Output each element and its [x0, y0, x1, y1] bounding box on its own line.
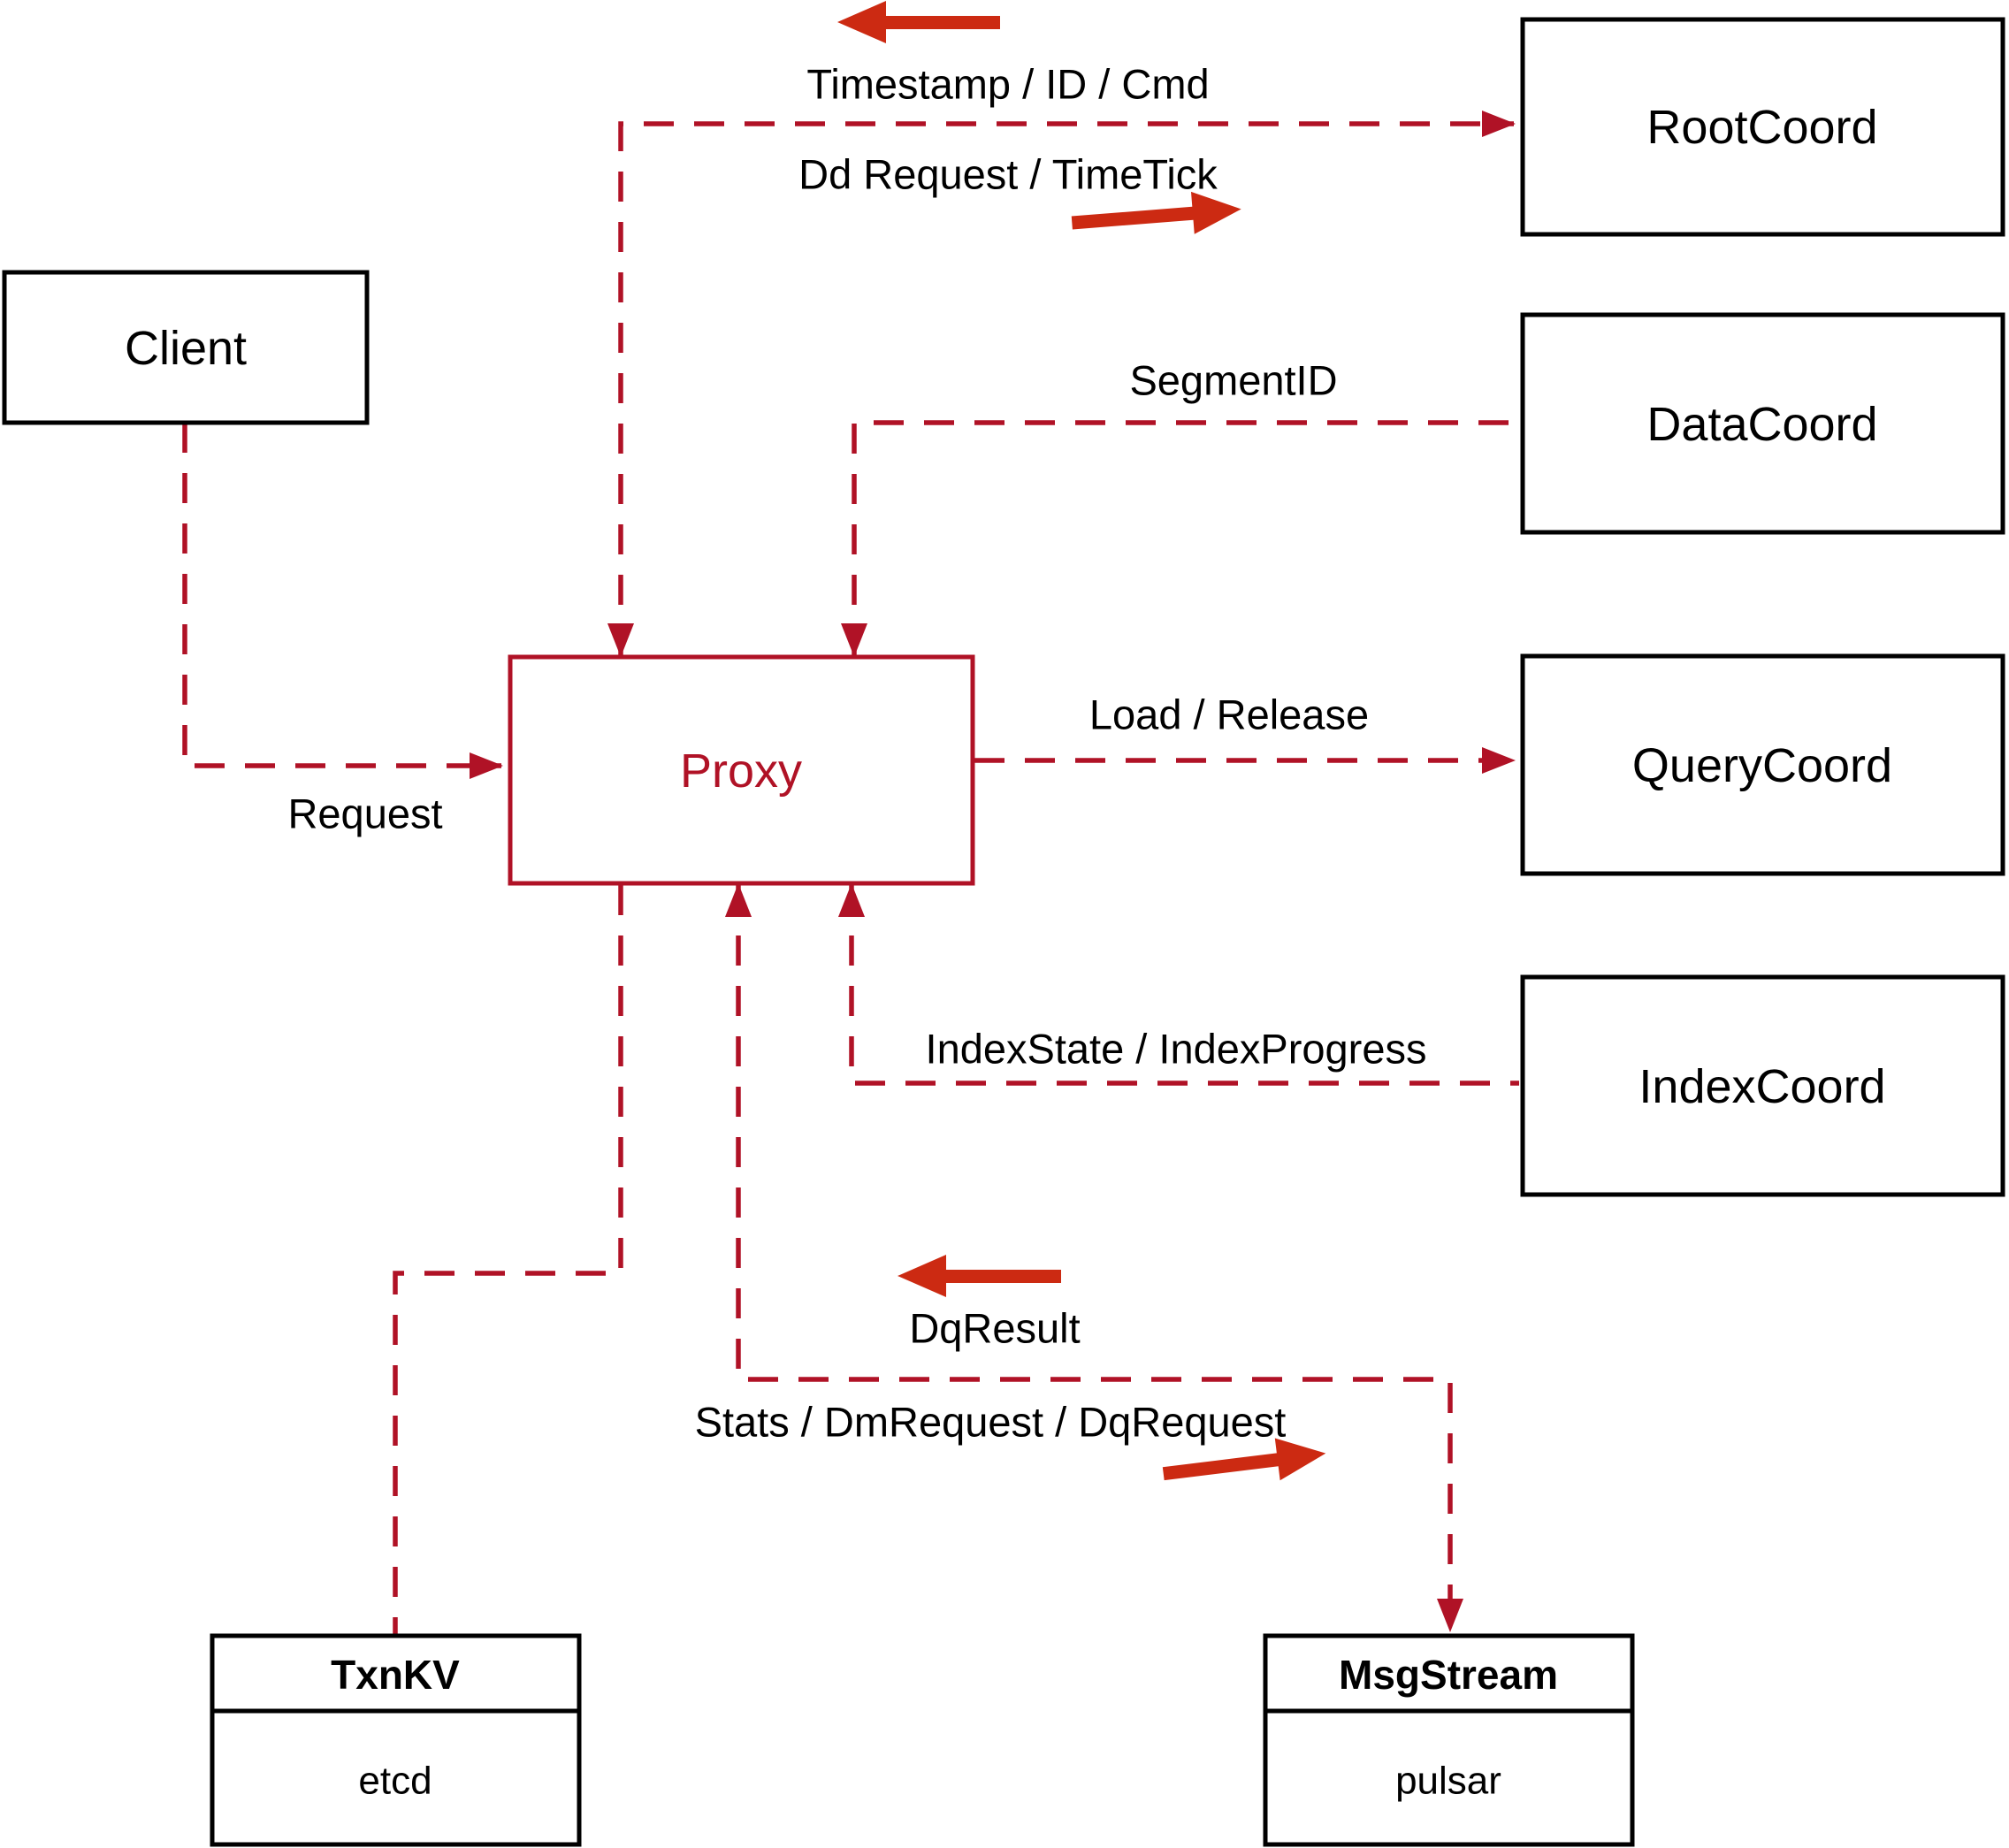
- node-indexcoord: IndexCoord: [1520, 974, 2005, 1197]
- datacoord-label: DataCoord: [1646, 398, 1877, 451]
- txnkv-title: TxnKV: [331, 1652, 460, 1698]
- edge-label-request: Request: [287, 790, 442, 837]
- proxy-label: Proxy: [680, 745, 802, 798]
- rootcoord-label: RootCoord: [1646, 101, 1877, 154]
- msgstream-box: [1263, 1633, 1635, 1847]
- datacoord-box: [1520, 312, 2005, 535]
- node-rootcoord: RootCoord: [1520, 17, 2005, 237]
- edge-label-stats-dm-dq: Stats / DmRequest / DqRequest: [695, 1399, 1287, 1446]
- querycoord-label: QueryCoord: [1632, 739, 1892, 792]
- msgstream-impl: pulsar: [1395, 1760, 1501, 1803]
- client-label: Client: [125, 322, 247, 375]
- edge-proxy-msgstream-line: [725, 883, 1463, 1632]
- txnkv-impl: etcd: [358, 1760, 432, 1803]
- edge-label-index-state: IndexState / IndexProgress: [926, 1026, 1427, 1073]
- arrow-left-icon: [898, 1255, 1061, 1297]
- indexcoord-box: [1520, 974, 2005, 1197]
- node-txnkv: TxnKV etcd: [210, 1633, 582, 1847]
- client-box: [2, 270, 370, 425]
- edge-client-proxy-line: [182, 423, 503, 779]
- node-datacoord: DataCoord: [1520, 312, 2005, 535]
- txnkv-box: [210, 1633, 582, 1847]
- arrow-left-icon: [837, 1, 1000, 43]
- edge-proxy-rootcoord-line: [607, 111, 1516, 657]
- edge-label-dd-request-timetick: Dd Request / TimeTick: [798, 151, 1218, 198]
- edge-proxy-txnkv-line: [393, 885, 623, 1634]
- node-msgstream: MsgStream pulsar: [1263, 1633, 1635, 1847]
- arrow-right-icon: [1071, 191, 1241, 234]
- edge-datacoord-proxy-line: [841, 420, 1519, 657]
- node-querycoord: QueryCoord: [1520, 653, 2005, 876]
- node-client: Client: [2, 270, 370, 425]
- arrow-right-icon: [1162, 1438, 1326, 1481]
- edge-label-dq-result: DqResult: [909, 1305, 1080, 1352]
- edge-label-load-release: Load / Release: [1089, 691, 1369, 738]
- querycoord-box: [1520, 653, 2005, 876]
- msgstream-title: MsgStream: [1339, 1652, 1558, 1698]
- node-proxy: Proxy: [508, 654, 975, 886]
- indexcoord-label: IndexCoord: [1639, 1060, 1885, 1113]
- proxy-box: [508, 654, 975, 886]
- edge-label-segment-id: SegmentID: [1129, 357, 1337, 404]
- edge-label-timestamp-id-cmd: Timestamp / ID / Cmd: [806, 61, 1209, 108]
- rootcoord-box: [1520, 17, 2005, 237]
